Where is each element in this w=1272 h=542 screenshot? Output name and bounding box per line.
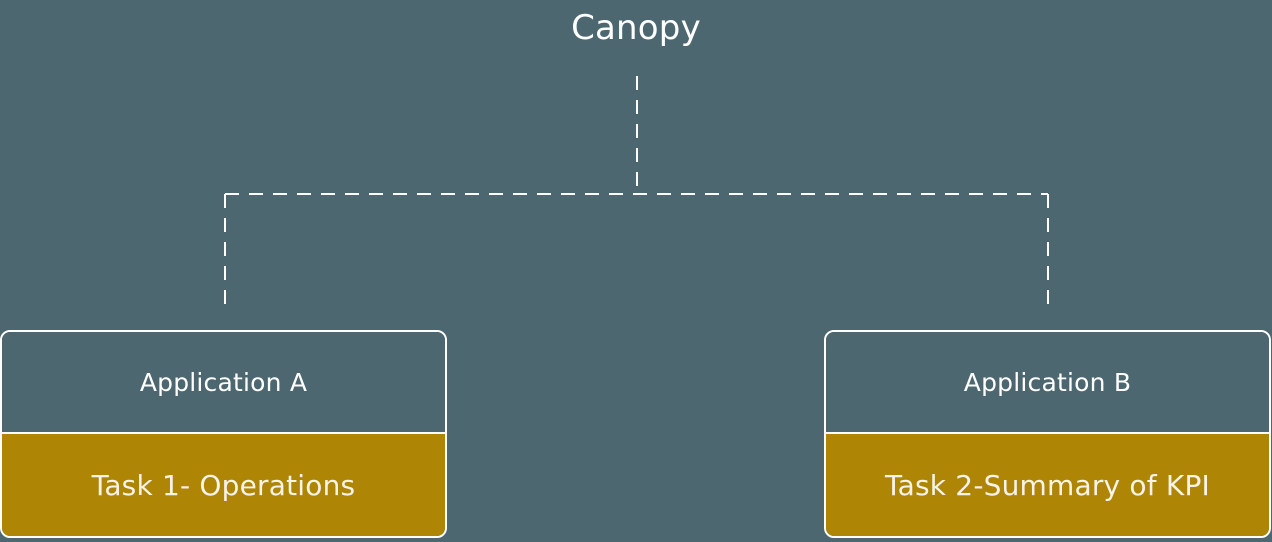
node-application-b-task: Task 2-Summary of KPI — [826, 434, 1269, 536]
node-application-a-title: Application A — [139, 367, 308, 397]
diagram-title: Canopy — [571, 8, 701, 48]
node-application-b-title: Application B — [963, 367, 1132, 397]
node-application-a-task: Task 1- Operations — [2, 434, 445, 536]
node-application-b-task-label: Task 2-Summary of KPI — [884, 468, 1211, 502]
node-application-b[interactable]: Application B Task 2-Summary of KPI — [824, 330, 1271, 538]
node-application-a-task-label: Task 1- Operations — [91, 468, 356, 502]
node-application-b-header: Application B — [826, 332, 1269, 434]
node-application-a[interactable]: Application A Task 1- Operations — [0, 330, 447, 538]
node-application-a-header: Application A — [2, 332, 445, 434]
